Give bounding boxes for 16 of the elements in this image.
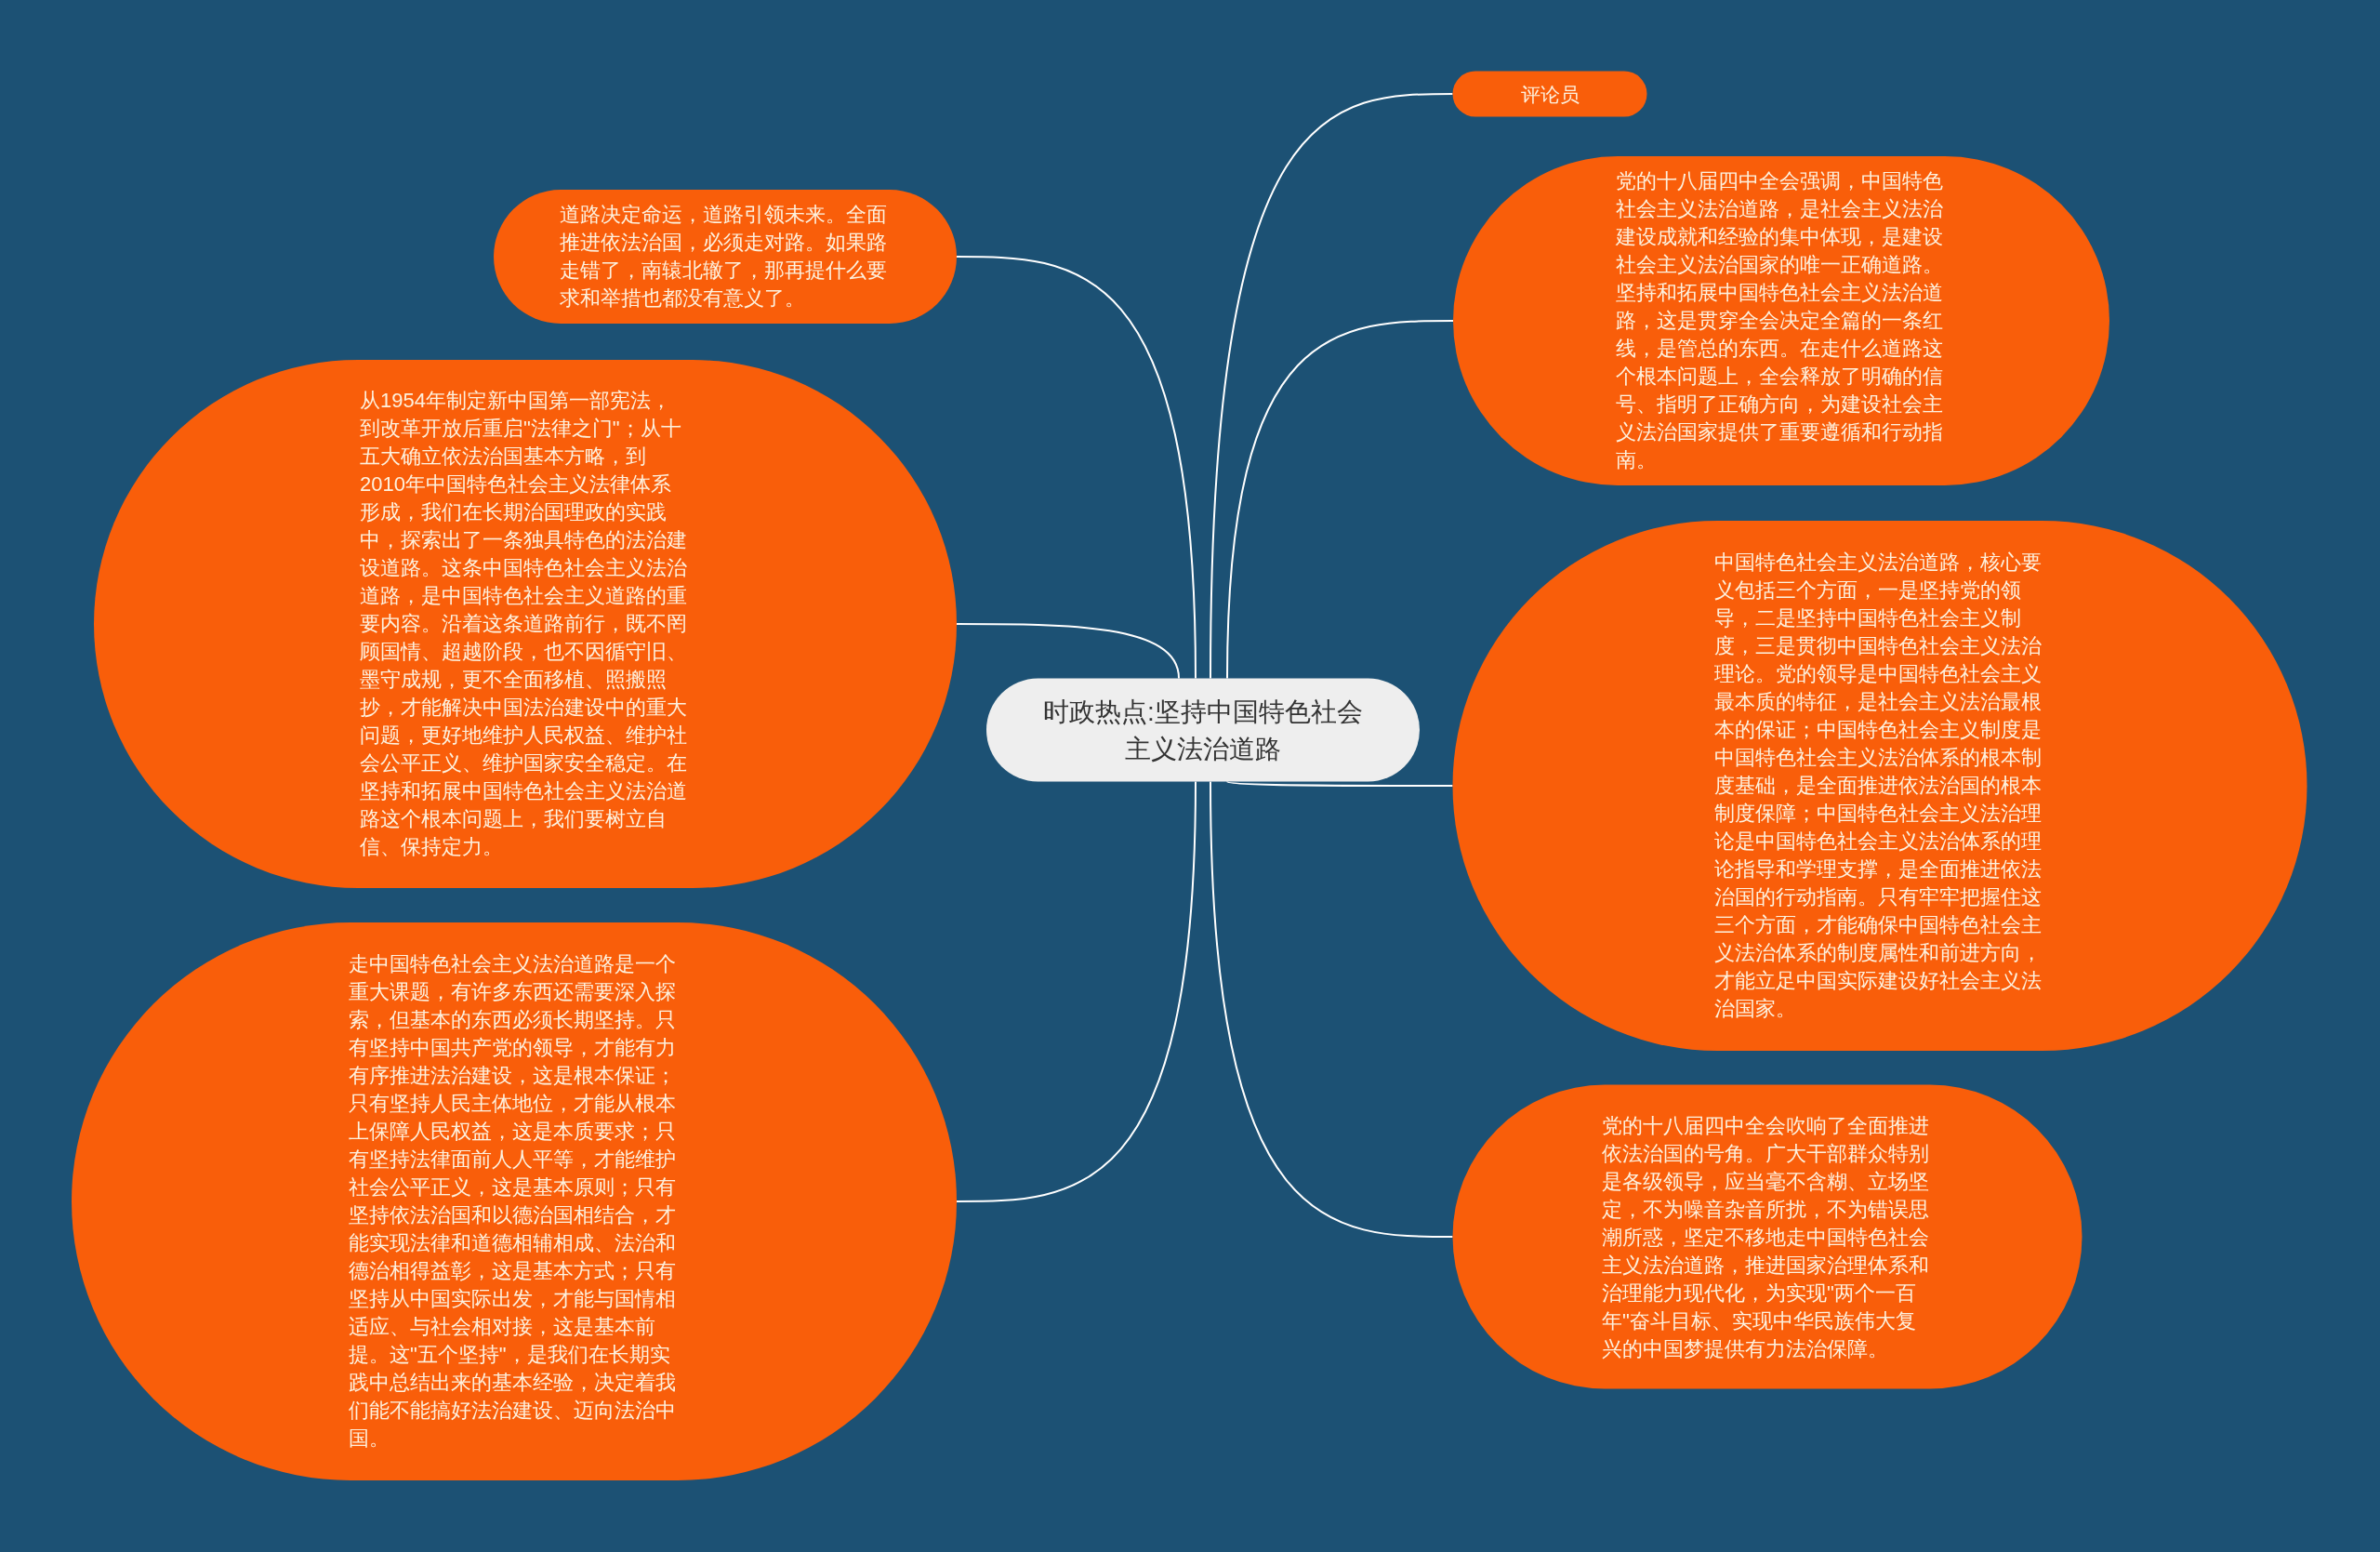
bubble-text: 从1954年制定新中国第一部宪法，到改革开放后重启"法律之门"；从十五大确立依法治国基本方略，到2010年中国特色社会主义法律体系形成，我们在长期治国理政的实践中，探索出了一条独具特色的法治建设道路。这条中国特色社会主义法治道路，是中国特色社会主义道路的重要内容。沿着这条道路前行，既不罔顾国情、超越阶段，也不因循守旧、墨守成规，更不全面移植、照搬照抄，才能解决中国法治建设中的重大问题，更好地维护人民权益、维护社会公平正义、维护国家安全稳定。在坚持和拓展中国特色社会主义法治道路这个根本问题上，我们要树立自信、保持定力。	[360, 388, 688, 860]
connector-line	[1226, 320, 1454, 680]
connector-line	[1210, 780, 1454, 1238]
bubble-text: 党的十八届四中全会强调，中国特色社会主义法治道路，是社会主义法治建设成就和经验的集中体现，是建设社会主义法治国家的唯一正确道路。坚持和拓展中国特色社会主义法治道路，这是贯穿全会决定全篇的一条红线，是管总的东西。在走什么道路这个根本问题上，全会释放了明确的信号、指明了正确方向，为建设社会主义法治国家提供了重要遵循和行动指南。	[1616, 168, 1944, 473]
bubble-text: 道路决定命运，道路引领未来。全面推进依法治国，必须走对路。如果路走错了，南辕北辙了，那再提什么要求和举措也都没有意义了。	[560, 202, 888, 312]
connector-line	[1226, 780, 1454, 787]
connector-line	[956, 623, 1180, 680]
connector-line	[956, 780, 1197, 1202]
connector-line	[956, 256, 1197, 680]
branch-pill	[1452, 71, 1647, 117]
branch-label: 评论员	[1520, 82, 1580, 106]
bubble-text: 中国特色社会主义法治道路，核心要义包括三个方面，一是坚持党的领导，二是坚持中国特色社会主义制度，三是贯彻中国特色社会主义法治理论。党的领导是中国特色社会主义最本质的特征，是社会主义法治最根本的保证；中国特色社会主义制度是中国特色社会主义法治体系的根本制度基础，是全面推进依法治国的根本制度保障；中国特色社会主义法治理论是中国特色社会主义法治体系的理论指导和学理支撑，是全面推进依法治国的行动指南。只有牢牢把握住这三个方面，才能确保中国特色社会主义法治体系的制度属性和前进方向，才能立足中国实际建设好社会主义法治国家。	[1714, 550, 2043, 1022]
bubble-text: 走中国特色社会主义法治道路是一个重大课题，有许多东西还需要深入探索，但基本的东西必须长期坚持。只有坚持中国共产党的领导，才能有力有序推进法治建设，这是根本保证；只有坚持人民主体地位，才能从根本上保障人民权益，这是本质要求；只有坚持法律面前人人平等，才能维护社会公平正义，这是基本原则；只有坚持依法治国和以德治国相结合，才能实现法律和道德相辅相成、法治和德治相得益彰，这是基本方式；只有坚持从中国实际出发，才能与国情相适应、与社会相对接，这是基本前提。这"五个坚持"，是我们在长期实践中总结出来的基本经验，决定着我们能不能搞好法治建设、迈向法治中国。	[349, 951, 677, 1452]
bubble-text: 党的十八届四中全会吹响了全面推进依法治国的号角。广大干部群众特别是各级领导，应当毫不含糊、立场坚定，不为噪音杂音所扰，不为错误思潮所惑，坚定不移地走中国特色社会主义法治道路，推进国家治理体系和治理能力现代化，为实现"两个一百年"奋斗目标、实现中华民族伟大复兴的中国梦提供有力法治保障。	[1602, 1112, 1930, 1361]
topic-title: 时政热点:坚持中国特色社会主义法治道路	[1042, 696, 1364, 764]
connector-line	[1210, 93, 1454, 680]
